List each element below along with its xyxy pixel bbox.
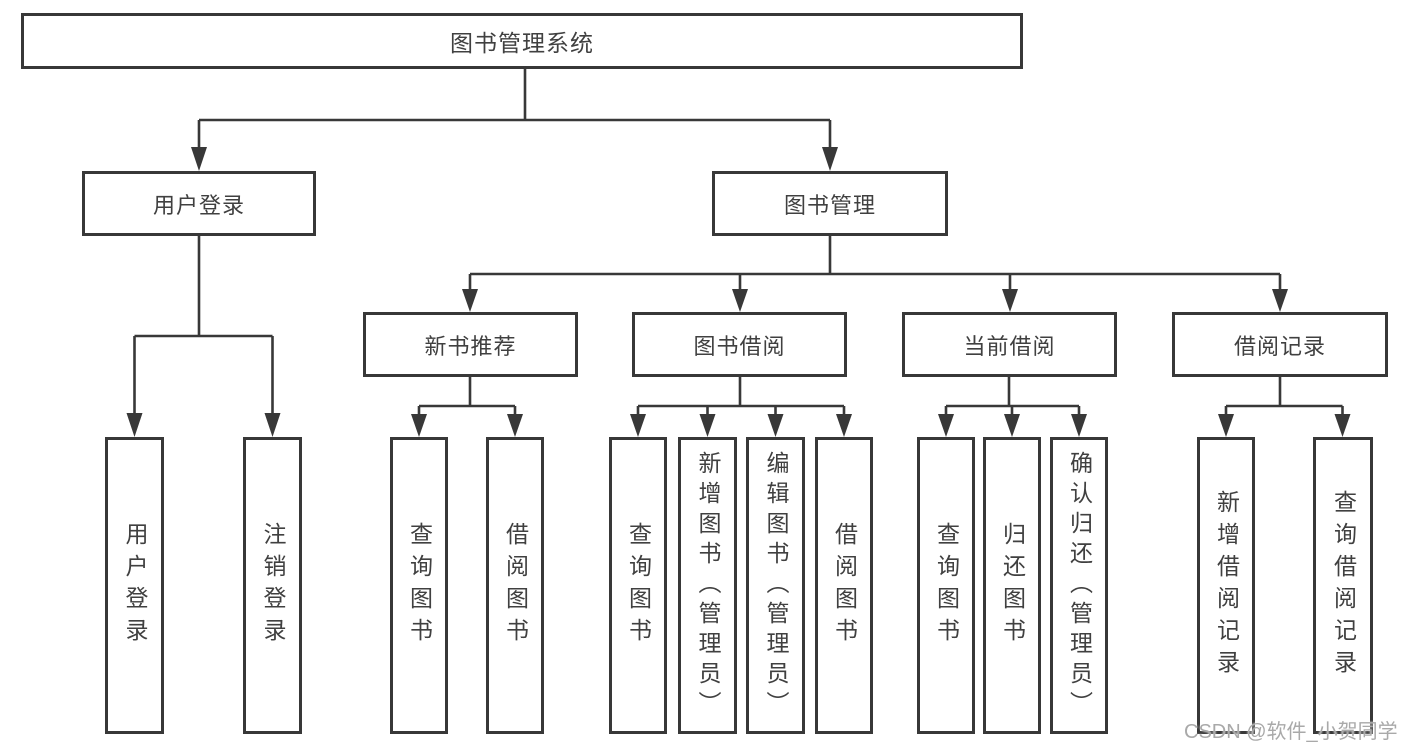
node-label: 借阅记录 (1233, 333, 1326, 359)
node-label: 图书管理 (783, 192, 876, 218)
node-leaf-edit-book-admin: 编辑图书（管理员） (746, 437, 805, 734)
node-label: 新增借阅记录 (1213, 489, 1240, 682)
node-label: 确认归还（管理员） (1066, 450, 1093, 721)
node-label: 当前借阅 (963, 333, 1056, 359)
node-leaf-borrow-book-bb: 借阅图书 (815, 437, 873, 734)
connector-user-login-children (126, 236, 281, 437)
node-current-borrowing: 当前借阅 (902, 312, 1117, 377)
node-label: 新书推荐 (424, 333, 517, 359)
node-leaf-return-book: 归还图书 (983, 437, 1041, 734)
node-user-login: 用户登录 (82, 171, 316, 236)
node-leaf-user-login: 用户登录 (105, 437, 164, 734)
node-leaf-add-book-admin: 新增图书（管理员） (678, 437, 737, 734)
node-label: 图书管理系统 (450, 30, 594, 56)
connector-root-to-level2 (191, 69, 838, 171)
node-label: 借阅图书 (831, 521, 858, 650)
node-label: 用户登录 (122, 521, 148, 650)
node-label: 新增图书（管理员） (695, 450, 721, 721)
connector-borrow-records-children (1218, 377, 1351, 437)
node-book-borrowing: 图书借阅 (632, 312, 847, 377)
node-borrowing-records: 借阅记录 (1172, 312, 1388, 377)
node-leaf-confirm-return-admin: 确认归还（管理员） (1050, 437, 1108, 734)
node-label: 用户登录 (152, 192, 245, 218)
connector-book-mgmt-to-level3 (462, 236, 1288, 312)
connector-current-borrow-children (938, 377, 1087, 437)
node-leaf-borrow-book-rec: 借阅图书 (486, 437, 544, 734)
node-label: 图书借阅 (693, 333, 786, 359)
node-leaf-query-borrow-record: 查询借阅记录 (1313, 437, 1373, 734)
node-book-management: 图书管理 (712, 171, 948, 236)
node-label: 查询借阅记录 (1330, 489, 1357, 682)
node-leaf-logout: 注销登录 (243, 437, 302, 734)
node-leaf-add-borrow-record: 新增借阅记录 (1197, 437, 1255, 734)
node-leaf-query-book-rec: 查询图书 (390, 437, 448, 734)
node-label: 查询图书 (933, 521, 960, 650)
connector-book-borrow-children (630, 377, 852, 437)
node-leaf-query-book-cb: 查询图书 (917, 437, 975, 734)
csdn-watermark: CSDN @软件_小贺同学 (1184, 721, 1398, 743)
node-library-management-system: 图书管理系统 (21, 13, 1023, 69)
node-label: 编辑图书（管理员） (763, 450, 789, 721)
node-label: 注销登录 (260, 521, 286, 650)
node-label: 查询图书 (406, 521, 433, 650)
connector-new-book-rec-children (411, 377, 523, 437)
node-label: 归还图书 (999, 521, 1026, 650)
node-label: 查询图书 (625, 521, 652, 650)
node-leaf-query-book-bb: 查询图书 (609, 437, 667, 734)
node-label: 借阅图书 (502, 521, 529, 650)
node-new-book-recommend: 新书推荐 (363, 312, 578, 377)
